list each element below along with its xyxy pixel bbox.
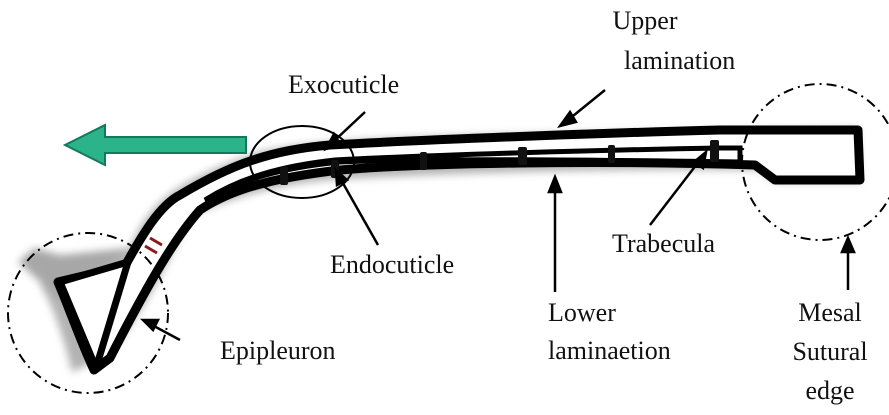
exocuticle-label: Exocuticle: [288, 70, 399, 100]
epipleuron-arrowhead: [143, 320, 158, 330]
lower-lamination-label-line2: laminaetion: [548, 336, 671, 366]
exocuticle-arrow: [333, 112, 365, 142]
endocuticle-label: Endocuticle: [330, 250, 454, 280]
lower-lamination-arrowhead: [549, 177, 561, 192]
trabecula-mark: [608, 145, 615, 163]
cuticle-body: [58, 130, 860, 370]
upper-lamination-label-line2: lamination: [624, 46, 735, 76]
mesal-sutural-edge-label-line1: Mesal: [780, 298, 880, 328]
mesal-sutural-edge-label-line3: edge: [780, 376, 880, 406]
endocuticle-arrow: [340, 178, 378, 245]
trabecula-mark: [518, 147, 527, 165]
upper-lamination-label-line1: Upper: [602, 6, 688, 36]
trabecula-mark: [420, 152, 427, 170]
direction-arrow: [65, 125, 246, 165]
mesal-arrowhead: [842, 238, 854, 252]
trabecula-label: Trabecula: [612, 229, 715, 259]
epipleuron-label: Epipleuron: [220, 336, 336, 366]
mesal-sutural-edge-label-line2: Sutural: [780, 337, 880, 367]
trabecula-mark: [710, 140, 719, 162]
epipleuron-arrow: [152, 325, 180, 340]
trabecula-mark: [280, 167, 288, 185]
lower-lamination-label-line1: Lower: [548, 298, 616, 328]
